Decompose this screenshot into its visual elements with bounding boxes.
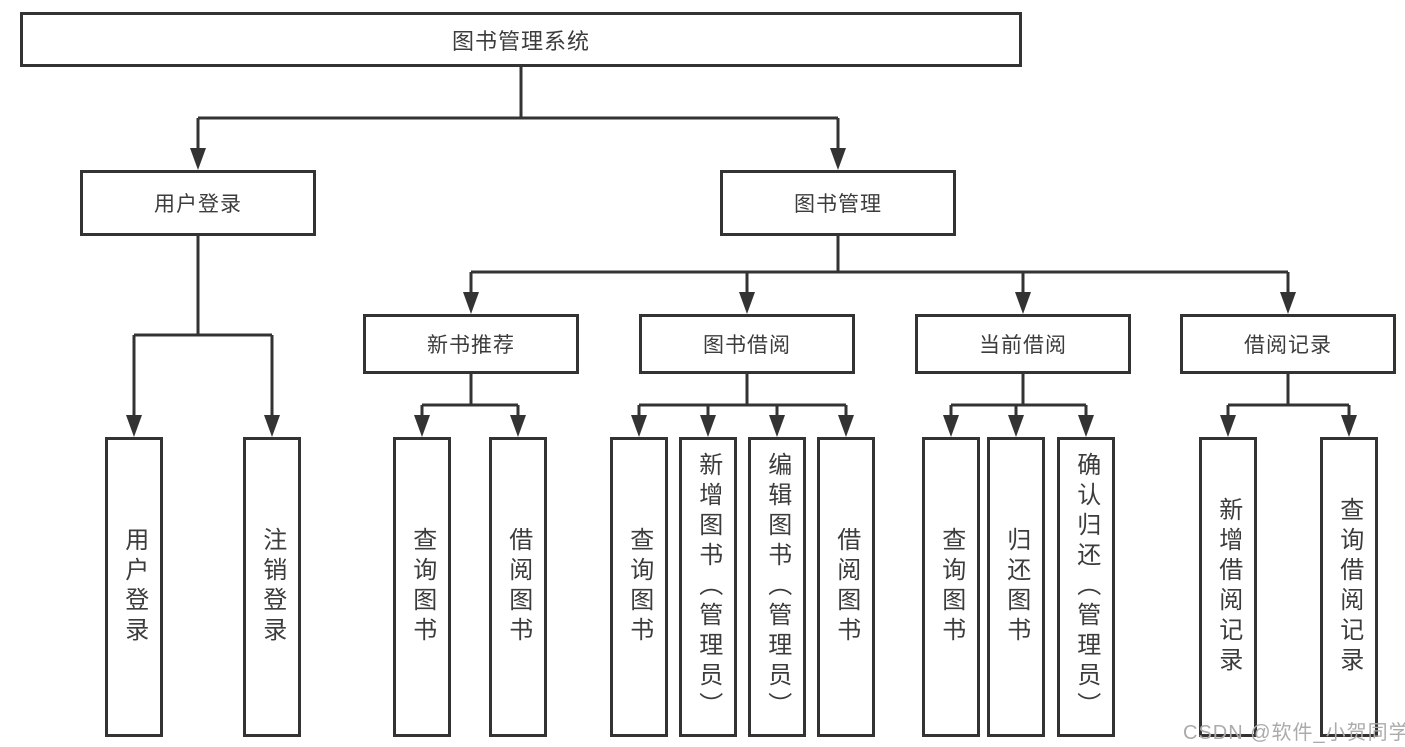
csdn-watermark: CSDN @软件_小贺同学 — [1183, 722, 1405, 744]
node-book-management: 图书管理 — [720, 170, 956, 236]
node-label: 确认归还（管理员） — [1072, 452, 1100, 722]
leaf-query-borrow-record: 查询借阅记录 — [1320, 437, 1378, 737]
node-label: 图书管理系统 — [451, 28, 590, 54]
connector-segments — [132, 67, 1351, 419]
node-label: 查询借阅记录 — [1335, 497, 1363, 677]
node-label: 新书推荐 — [427, 334, 515, 357]
node-new-book-recommendation: 新书推荐 — [363, 314, 579, 374]
leaf-add-borrow-record: 新增借阅记录 — [1199, 437, 1257, 737]
node-label: 注销登录 — [258, 527, 286, 647]
node-label: 查询图书 — [937, 527, 965, 647]
node-label: 编辑图书（管理员） — [763, 452, 791, 722]
leaf-logout: 注销登录 — [243, 437, 301, 737]
leaf-borrow-query-books: 查询图书 — [610, 437, 668, 737]
node-label: 借阅图书 — [504, 527, 532, 647]
node-library-management-system: 图书管理系统 — [20, 12, 1022, 67]
node-borrowing-records: 借阅记录 — [1180, 314, 1396, 374]
node-label: 查询图书 — [408, 527, 436, 647]
leaf-add-books-admin: 新增图书（管理员） — [679, 437, 737, 737]
leaf-newbook-query-books: 查询图书 — [393, 437, 451, 737]
node-label: 当前借阅 — [979, 334, 1067, 357]
node-label: 图书管理 — [794, 193, 882, 216]
node-label: 借阅图书 — [832, 527, 860, 647]
node-current-borrowing: 当前借阅 — [915, 314, 1131, 374]
leaf-user-login: 用户登录 — [105, 437, 163, 737]
node-label: 新增借阅记录 — [1214, 497, 1242, 677]
node-label: 用户登录 — [154, 193, 242, 216]
leaf-current-query-books: 查询图书 — [922, 437, 980, 737]
leaf-edit-books-admin: 编辑图书（管理员） — [748, 437, 806, 737]
node-label: 借阅记录 — [1244, 334, 1332, 357]
leaf-return-books: 归还图书 — [987, 437, 1045, 737]
node-label: 查询图书 — [625, 527, 653, 647]
leaf-confirm-return-admin: 确认归还（管理员） — [1057, 437, 1115, 737]
node-user-login: 用户登录 — [80, 170, 316, 236]
leaf-borrow-books: 借阅图书 — [817, 437, 875, 737]
node-label: 新增图书（管理员） — [694, 452, 722, 722]
node-label: 图书借阅 — [703, 334, 791, 357]
node-label: 用户登录 — [120, 527, 148, 647]
arrowhead-icons — [126, 148, 1357, 437]
leaf-newbook-borrow-books: 借阅图书 — [489, 437, 547, 737]
node-book-borrowing: 图书借阅 — [639, 314, 855, 374]
node-label: 归还图书 — [1002, 527, 1030, 647]
